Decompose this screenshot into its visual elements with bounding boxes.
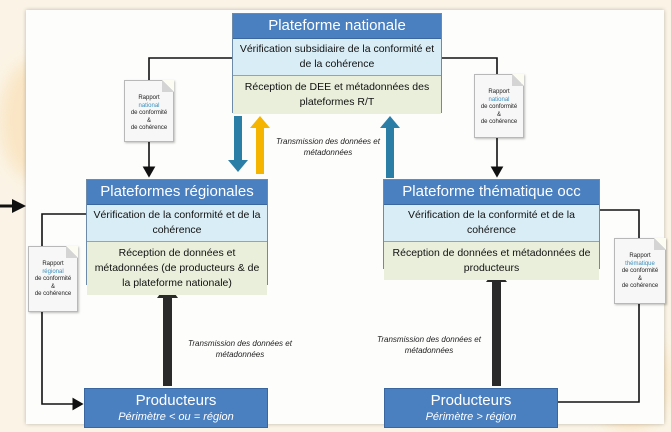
regional-platform-box: Plateformes régionales Vérification de l… xyxy=(86,179,268,295)
caption-transmission-bottom-left: Transmission des données et métadonnées xyxy=(188,339,292,359)
national-reception: Réception de DEE et métadonnées des plat… xyxy=(233,76,441,114)
producers-left-title: Producteurs xyxy=(135,392,217,409)
caption-transmission-top: Transmission des données et métadonnées xyxy=(276,137,380,157)
report-national-right-document: Rapport national de conformité & de cohé… xyxy=(474,74,524,138)
producers-left-box: Producteurs Périmètre < ou = région xyxy=(84,388,268,428)
report-regional-document: Rapport régional de conformité & de cohé… xyxy=(28,246,78,312)
producers-right-title: Producteurs xyxy=(430,392,512,409)
caption-transmission-bottom-right: Transmission des données et métadonnées xyxy=(377,335,481,355)
report-national-left-document: Rapport national de conformité & de cohé… xyxy=(124,80,174,142)
thematic-reception: Réception de données et métadonnées de p… xyxy=(384,242,599,280)
regional-verification: Vérification de la conformité et de la c… xyxy=(87,205,267,242)
thematic-platform-title: Plateforme thématique occ xyxy=(384,180,599,205)
regional-reception: Réception de données et métadonnées (de … xyxy=(87,242,267,295)
producers-right-box: Producteurs Périmètre > région xyxy=(384,388,558,428)
producers-right-subtitle: Périmètre > région xyxy=(425,411,517,423)
national-verification: Vérification subsidiaire de la conformit… xyxy=(233,39,441,76)
regional-platform-title: Plateformes régionales xyxy=(87,180,267,205)
thematic-platform-box: Plateforme thématique occ Vérification d… xyxy=(383,179,600,280)
thematic-verification: Vérification de la conformité et de la c… xyxy=(384,205,599,242)
national-platform-title: Plateforme nationale xyxy=(233,14,441,39)
producers-left-subtitle: Périmètre < ou = région xyxy=(118,411,234,423)
report-thematic-document: Rapport thématique de conformité & de co… xyxy=(614,238,666,304)
national-platform-box: Plateforme nationale Vérification subsid… xyxy=(232,13,442,114)
